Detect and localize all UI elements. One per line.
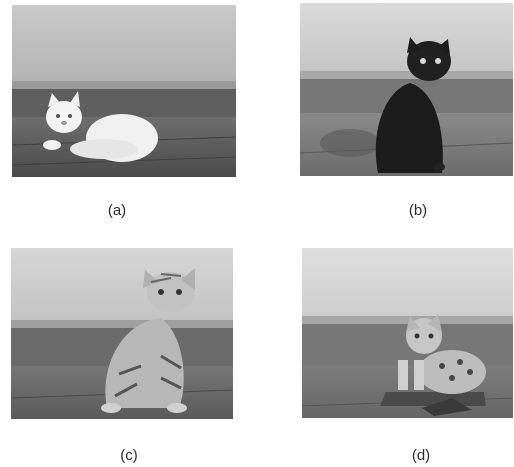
photo-spotted-cat — [302, 248, 513, 418]
photo-white-cat — [12, 5, 236, 177]
caption-b: (b) — [408, 202, 428, 219]
caption-a: (a) — [107, 202, 127, 219]
caption-d: (d) — [411, 447, 431, 464]
spotted-cat-figurine-image — [302, 248, 513, 418]
black-cat-figurine-image — [300, 3, 513, 176]
white-cat-figurine-image — [12, 5, 236, 177]
photo-striped-cat — [11, 248, 233, 419]
caption-c: (c) — [120, 447, 138, 464]
striped-cat-figurine-image — [11, 248, 233, 419]
photo-black-cat — [300, 3, 513, 176]
